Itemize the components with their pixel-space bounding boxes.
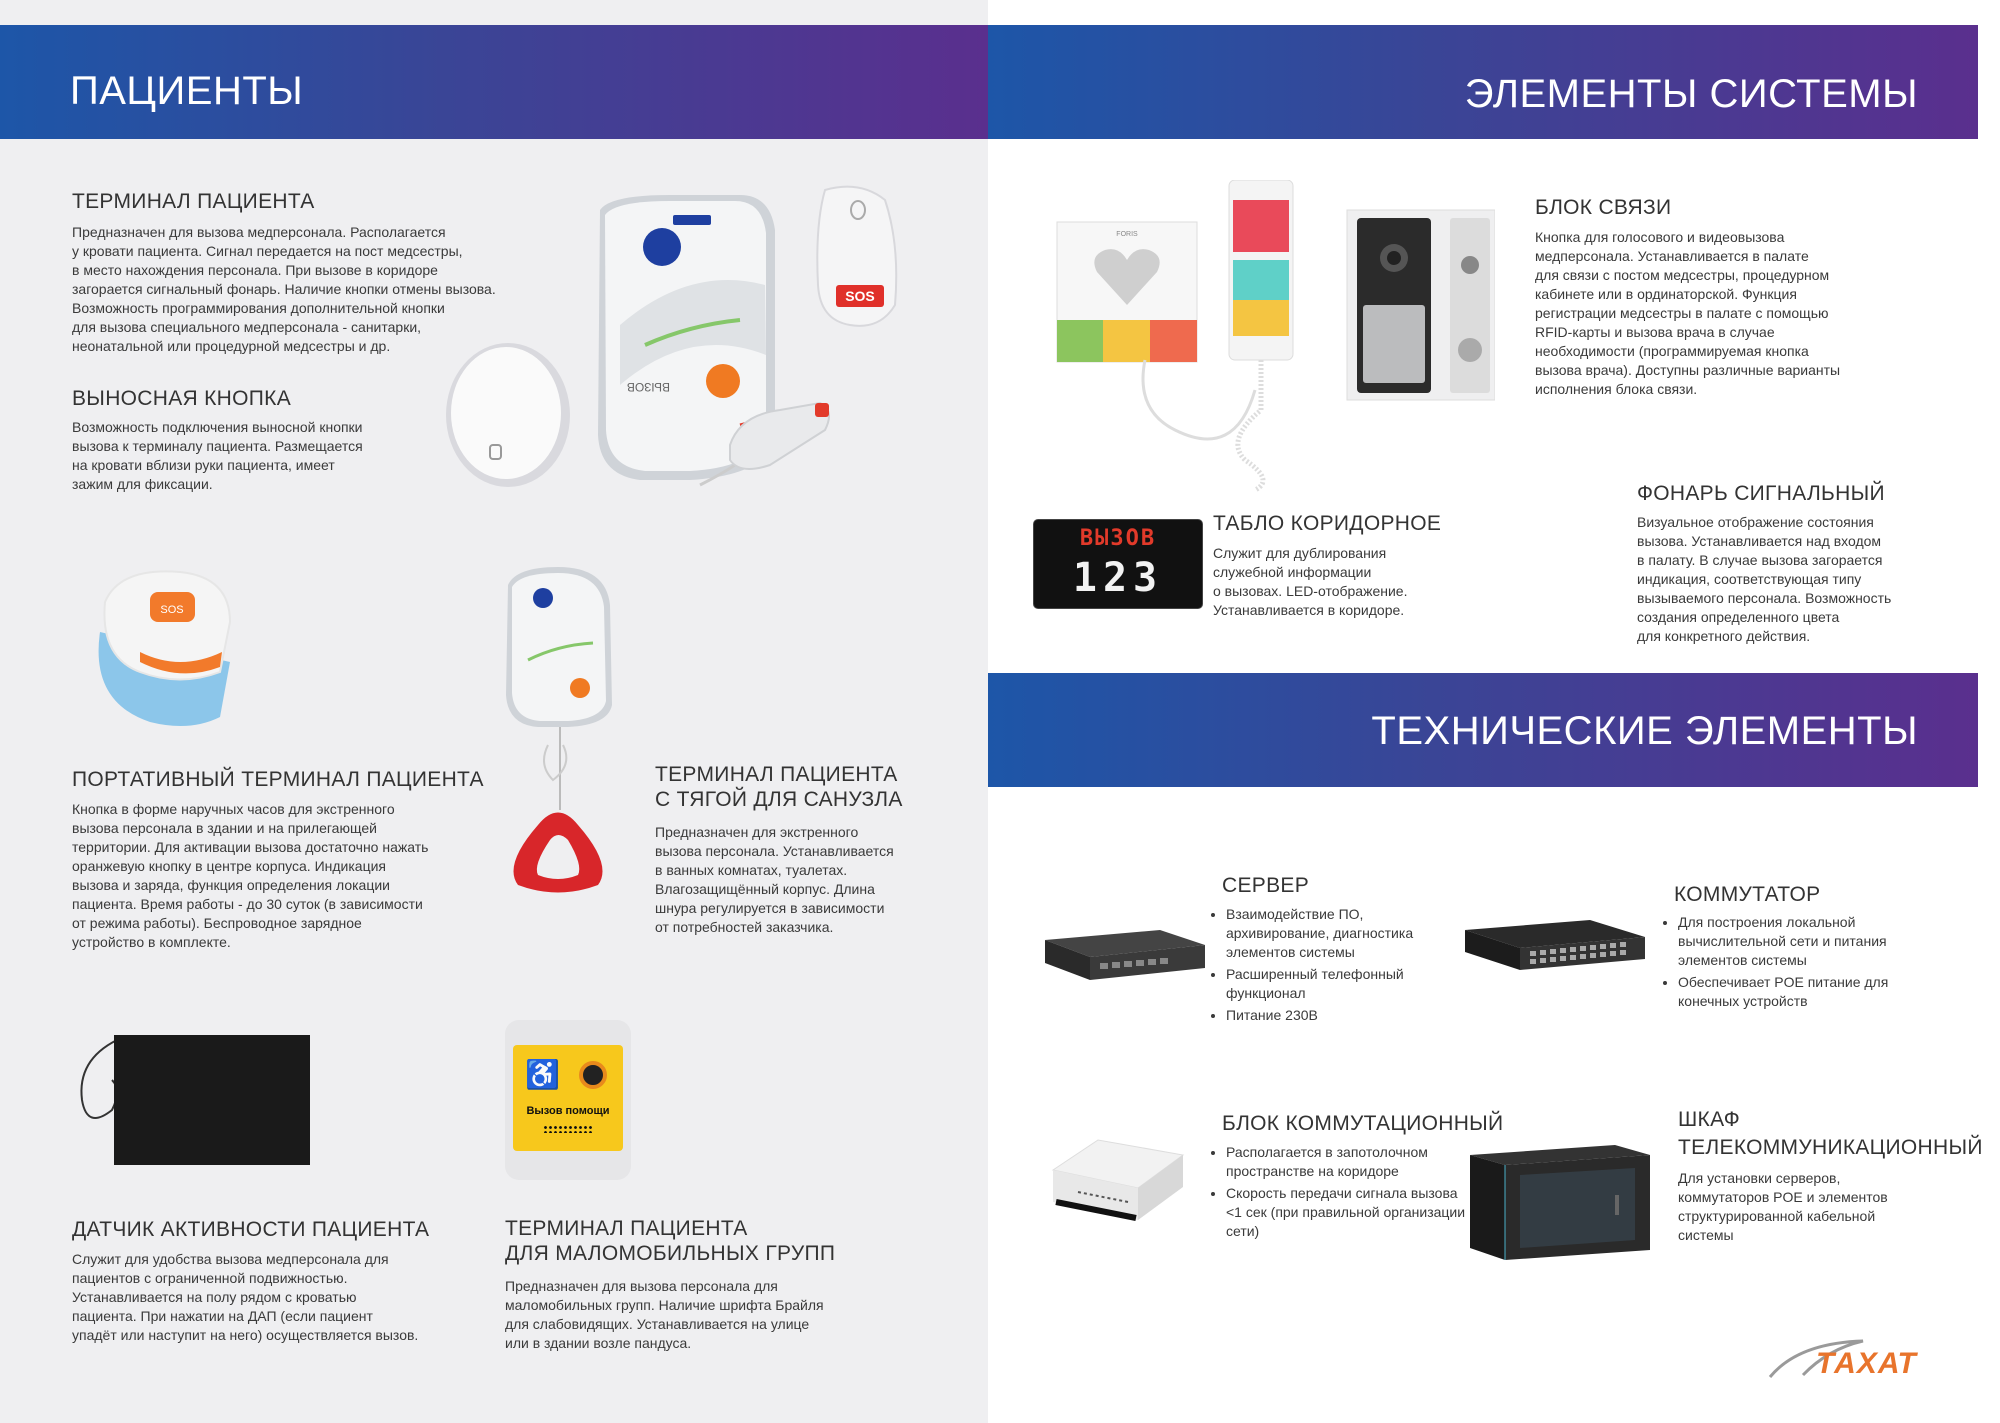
system-header: ЭЛЕМЕНТЫ СИСТЕМЫ [1464, 72, 1918, 116]
remote-button-text: Возможность подключения выносной кнопки … [72, 419, 363, 492]
portable-terminal-title: ПОРТАТИВНЫЙ ТЕРМИНАЛ ПАЦИЕНТА [72, 768, 484, 791]
activity-sensor-title: ДАТЧИК АКТИВНОСТИ ПАЦИЕНТА [72, 1218, 430, 1241]
svg-text:SOS: SOS [845, 288, 875, 304]
braille-dots [543, 1125, 593, 1133]
low-mobility-title-2: ДЛЯ МАЛОМОБИЛЬНЫХ ГРУПП [505, 1242, 836, 1265]
call-help-label: Вызов помощи [526, 1105, 610, 1117]
patients-header-bar: ПАЦИЕНТЫ [0, 25, 988, 139]
switch-bullets: Для построения локальной вычислительной … [1664, 913, 1918, 1014]
low-mobility-title-1: ТЕРМИНАЛ ПАЦИЕНТА [505, 1217, 748, 1240]
signal-lamp-text: Визуальное отображение состояния вызова.… [1637, 514, 1892, 644]
server-bullet-1: Взаимодействие ПО, архивирование, диагно… [1226, 905, 1456, 962]
svg-text:ВЫЗОВ: ВЫЗОВ [627, 380, 670, 394]
door-station-image [1346, 209, 1495, 401]
cabinet-title-1: ШКАФ [1678, 1108, 1740, 1131]
main-terminal-image: ВЫЗОВ [598, 195, 775, 480]
switch-bullet-2: Обеспечивает POE питание для конечных ус… [1678, 973, 1918, 1011]
switch-block-bullets: Располагается в запотолочном пространств… [1212, 1143, 1466, 1244]
activity-sensor-text: Служит для удобства вызова медперсонала … [72, 1251, 419, 1343]
sos-pendant-image: SOS [816, 185, 898, 327]
corridor-board-image: ВЫЗОВ 123 [1034, 520, 1202, 608]
wristband-image: SOS [98, 570, 232, 726]
comm-block-title: БЛОК СВЯЗИ [1535, 196, 1672, 219]
remote-button-title: ВЫНОСНАЯ КНОПКА [72, 387, 292, 410]
switch-block-bullet-2: Скорость передачи сигнала вызова <1 сек … [1226, 1184, 1466, 1241]
bathroom-terminal-title-1: ТЕРМИНАЛ ПАЦИЕНТА [655, 763, 898, 786]
switch-block-image [1051, 1139, 1185, 1221]
cabinet-image [1470, 1145, 1650, 1260]
yellow-plate: ♿ Вызов помощи [513, 1045, 623, 1151]
server-title: СЕРВЕР [1222, 874, 1309, 897]
bathroom-terminal-title-2: С ТЯГОЙ ДЛЯ САНУЗЛА [655, 788, 903, 811]
logo-swoosh-icon [1768, 1339, 1864, 1378]
low-mobility-terminal-image: ♿ Вызов помощи [505, 1020, 631, 1180]
switch-title: КОММУТАТОР [1674, 883, 1821, 906]
portable-terminal-text: Кнопка в форме наручных часов для экстре… [72, 801, 429, 950]
switch-block-title: БЛОК КОММУТАЦИОННЫЙ [1222, 1112, 1504, 1135]
activity-sensor-image [80, 1035, 310, 1165]
board-call-number: 123 [1072, 555, 1164, 601]
intercom-panel-image: FORIS [1056, 221, 1257, 441]
comm-block-text: Кнопка для голосового и видеовызова медп… [1535, 229, 1841, 397]
patient-terminal-title: ТЕРМИНАЛ ПАЦИЕНТА [72, 190, 315, 213]
comm-block-image: FORIS [1056, 180, 1495, 493]
signal-lamp-title: ФОНАРЬ СИГНАЛЬНЫЙ [1637, 482, 1885, 505]
vertical-terminal-image [1228, 180, 1294, 493]
switch-bullet-1: Для построения локальной вычислительной … [1678, 913, 1918, 970]
technical-header-bar: ТЕХНИЧЕСКИЕ ЭЛЕМЕНТЫ [988, 673, 1978, 787]
corridor-board-text: Служит для дублирования служебной информ… [1213, 545, 1408, 618]
round-button-image [446, 343, 570, 487]
svg-text:SOS: SOS [160, 604, 183, 616]
patient-terminal-text: Предназначен для вызова медперсонала. Ра… [72, 224, 496, 354]
bathroom-terminal-text: Предназначен для экстренного вызова перс… [655, 824, 894, 935]
taxat-logo: ТАХАТ [1768, 1335, 1928, 1385]
cabinet-text: Для установки серверов, коммутаторов POE… [1678, 1170, 1888, 1243]
board-call-word: ВЫЗОВ [1079, 526, 1157, 551]
patient-terminal-image: ВЫЗОВ SOS [446, 185, 898, 487]
wheelchair-icon: ♿ [525, 1059, 560, 1090]
server-bullet-2: Расширенный телефонный функционал [1226, 965, 1456, 1003]
call-button-icon [579, 1061, 607, 1089]
corridor-board-title: ТАБЛО КОРИДОРНОЕ [1213, 512, 1442, 535]
switch-block-bullet-1: Располагается в запотолочном пространств… [1226, 1143, 1466, 1181]
patients-header: ПАЦИЕНТЫ [70, 69, 304, 113]
switch-image [1465, 920, 1645, 970]
server-bullets: Взаимодействие ПО, архивирование, диагно… [1212, 905, 1456, 1028]
low-mobility-text: Предназначен для вызова персонала для ма… [505, 1278, 824, 1351]
cabinet-title-2: ТЕЛЕКОММУНИКАЦИОННЫЙ [1678, 1136, 1983, 1159]
svg-text:FORIS: FORIS [1116, 231, 1138, 238]
handheld-button-image [699, 401, 830, 487]
logo-text: ТАХАТ [1816, 1347, 1917, 1380]
server-image [1045, 930, 1205, 980]
technical-header: ТЕХНИЧЕСКИЕ ЭЛЕМЕНТЫ [1371, 709, 1918, 753]
bathroom-terminal-image [506, 567, 612, 893]
server-bullet-3: Питание 230В [1226, 1006, 1456, 1025]
system-header-bar: ЭЛЕМЕНТЫ СИСТЕМЫ [988, 25, 1978, 139]
